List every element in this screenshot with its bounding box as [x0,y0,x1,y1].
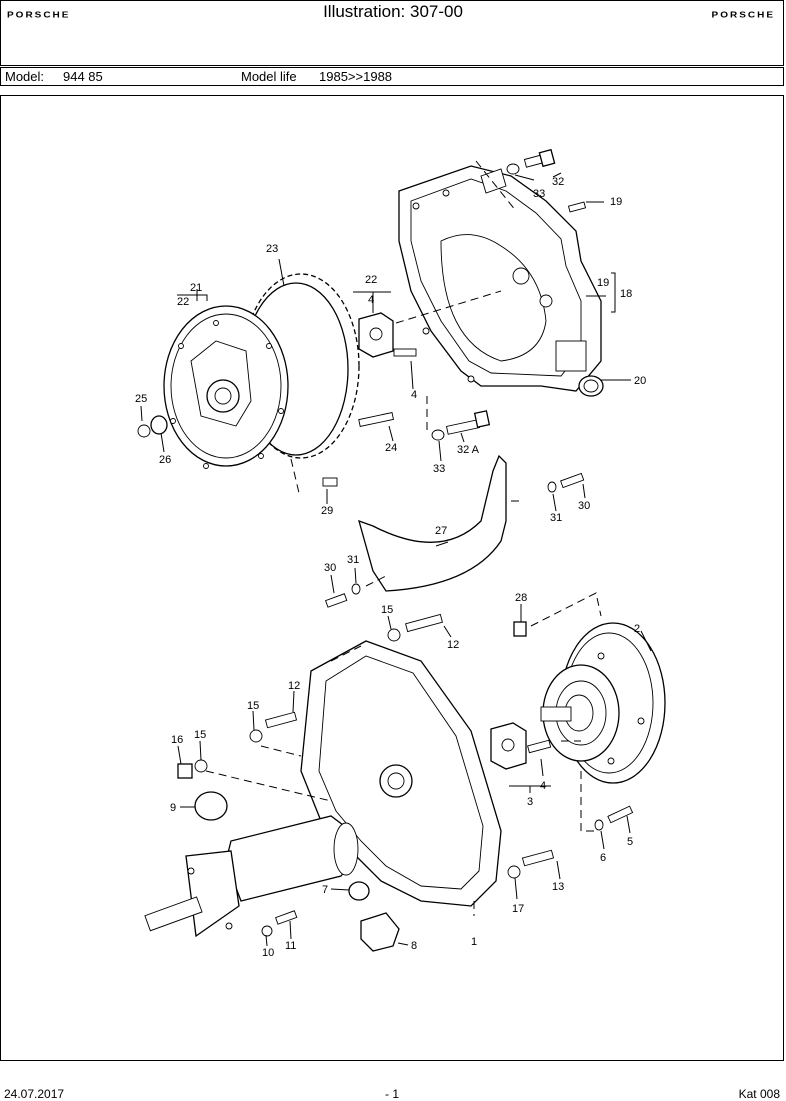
callout-26: 26 [159,454,171,466]
callout-24: 24 [385,442,397,454]
callout-19-top: 19 [610,196,622,208]
callout-16: 16 [171,734,183,746]
callout-22-left: 22 [177,296,189,308]
callout-3: 3 [527,796,533,808]
bolt-28 [513,621,527,637]
washer-15-left [249,729,263,743]
callout-31-right: 31 [550,512,562,524]
callout-4-mid: 4 [411,389,417,401]
model-info-row: Model: 944 85 Model life 1985>>1988 [0,67,784,86]
callout-8: 8 [411,940,417,952]
washer-31-right [547,481,557,493]
bolt-13 [521,849,555,867]
callout-4-lower: 4 [540,780,546,792]
washer-31-left [351,583,361,595]
model-label: Model: [5,69,45,84]
callout-21: 21 [190,282,202,294]
callout-2: 2 [634,623,640,635]
callout-27: 27 [435,525,447,537]
callout-30-right: 30 [578,500,590,512]
callout-15-upper: 15 [381,604,393,616]
callout-30-left: 30 [324,562,336,574]
callout-1: 1 [471,936,477,948]
callout-7: 7 [322,884,328,896]
washer-25 [137,424,151,438]
porsche-logo-right: PORSCHE [711,11,775,20]
clamp-block-3 [490,722,552,770]
footer-date: 24.07.2017 [4,1087,65,1101]
bolt-32a [431,410,491,441]
exploded-parts-diagram: 1 2 3 4 4 4 5 6 7 8 9 10 11 12 12 13 15 … [0,95,784,1061]
model-life-value: 1985>>1988 [319,69,393,84]
callout-15-lower: 15 [194,729,206,741]
callout-32a: 32 A [457,444,480,456]
filter-7 [348,881,370,901]
callout-18: 18 [620,288,632,300]
pump-cover-2 [540,622,666,784]
callout-13: 13 [552,881,564,893]
callout-4-top: 4 [368,294,374,306]
callout-11: 11 [285,940,296,952]
bolt-11 [275,910,298,925]
callout-28: 28 [515,592,527,604]
bolt-5 [607,805,634,824]
flywheel-ring-gear [163,273,360,469]
transmission-housing-1 [144,640,502,938]
bolt-30-right [560,472,585,489]
illustration-title: Illustration: 307-00 [323,2,463,21]
filter-8 [360,912,400,952]
model-life-label: Model life [241,69,297,84]
pin-19 [567,201,587,213]
callout-15-left: 15 [247,700,259,712]
footer-page: - 1 [385,1087,400,1101]
callout-12-left: 12 [288,680,300,692]
bolt-12-left [264,711,298,729]
header-box: PORSCHE Illustration: 307-00 PORSCHE [0,0,784,66]
washer-15-upper [387,628,401,642]
bolt-12-upper [405,613,443,633]
bolt-24 [358,411,394,427]
callout-29: 29 [321,505,333,517]
bolt-32 [506,148,556,175]
washer-15-lower [194,759,208,773]
washer-17 [507,865,521,879]
parts-drawing: 1 2 3 4 4 4 5 6 7 8 9 10 11 12 12 13 15 … [135,148,666,959]
footer-catalog: Kat 008 [738,1087,780,1101]
callout-9: 9 [170,802,176,814]
callout-33-top: 33 [533,188,545,200]
bolt-30-left [325,593,348,608]
cover-plate-27 [358,454,507,592]
callout-31-left: 31 [347,554,359,566]
callout-5: 5 [627,836,633,848]
callout-20: 20 [634,375,646,387]
callout-32: 32 [552,176,564,188]
callout-12-upper: 12 [447,639,459,651]
callout-23: 23 [266,243,278,255]
clamp-block-22 [358,312,417,358]
washer-10 [261,925,273,937]
washer-6 [594,819,604,831]
porsche-logo-left: PORSCHE [7,11,71,20]
callout-22-top: 22 [365,274,377,286]
plug-9 [194,791,228,821]
callout-25: 25 [135,393,147,405]
callout-33-mid: 33 [433,463,445,475]
model-value: 944 85 [63,69,103,84]
callout-19-right: 19 [597,277,609,289]
seal-26 [150,415,168,435]
callout-10: 10 [262,947,274,959]
pin-29 [322,477,338,487]
callout-6: 6 [600,852,606,864]
nut-16 [177,763,193,779]
callout-17: 17 [512,903,524,915]
bell-housing [398,165,604,397]
